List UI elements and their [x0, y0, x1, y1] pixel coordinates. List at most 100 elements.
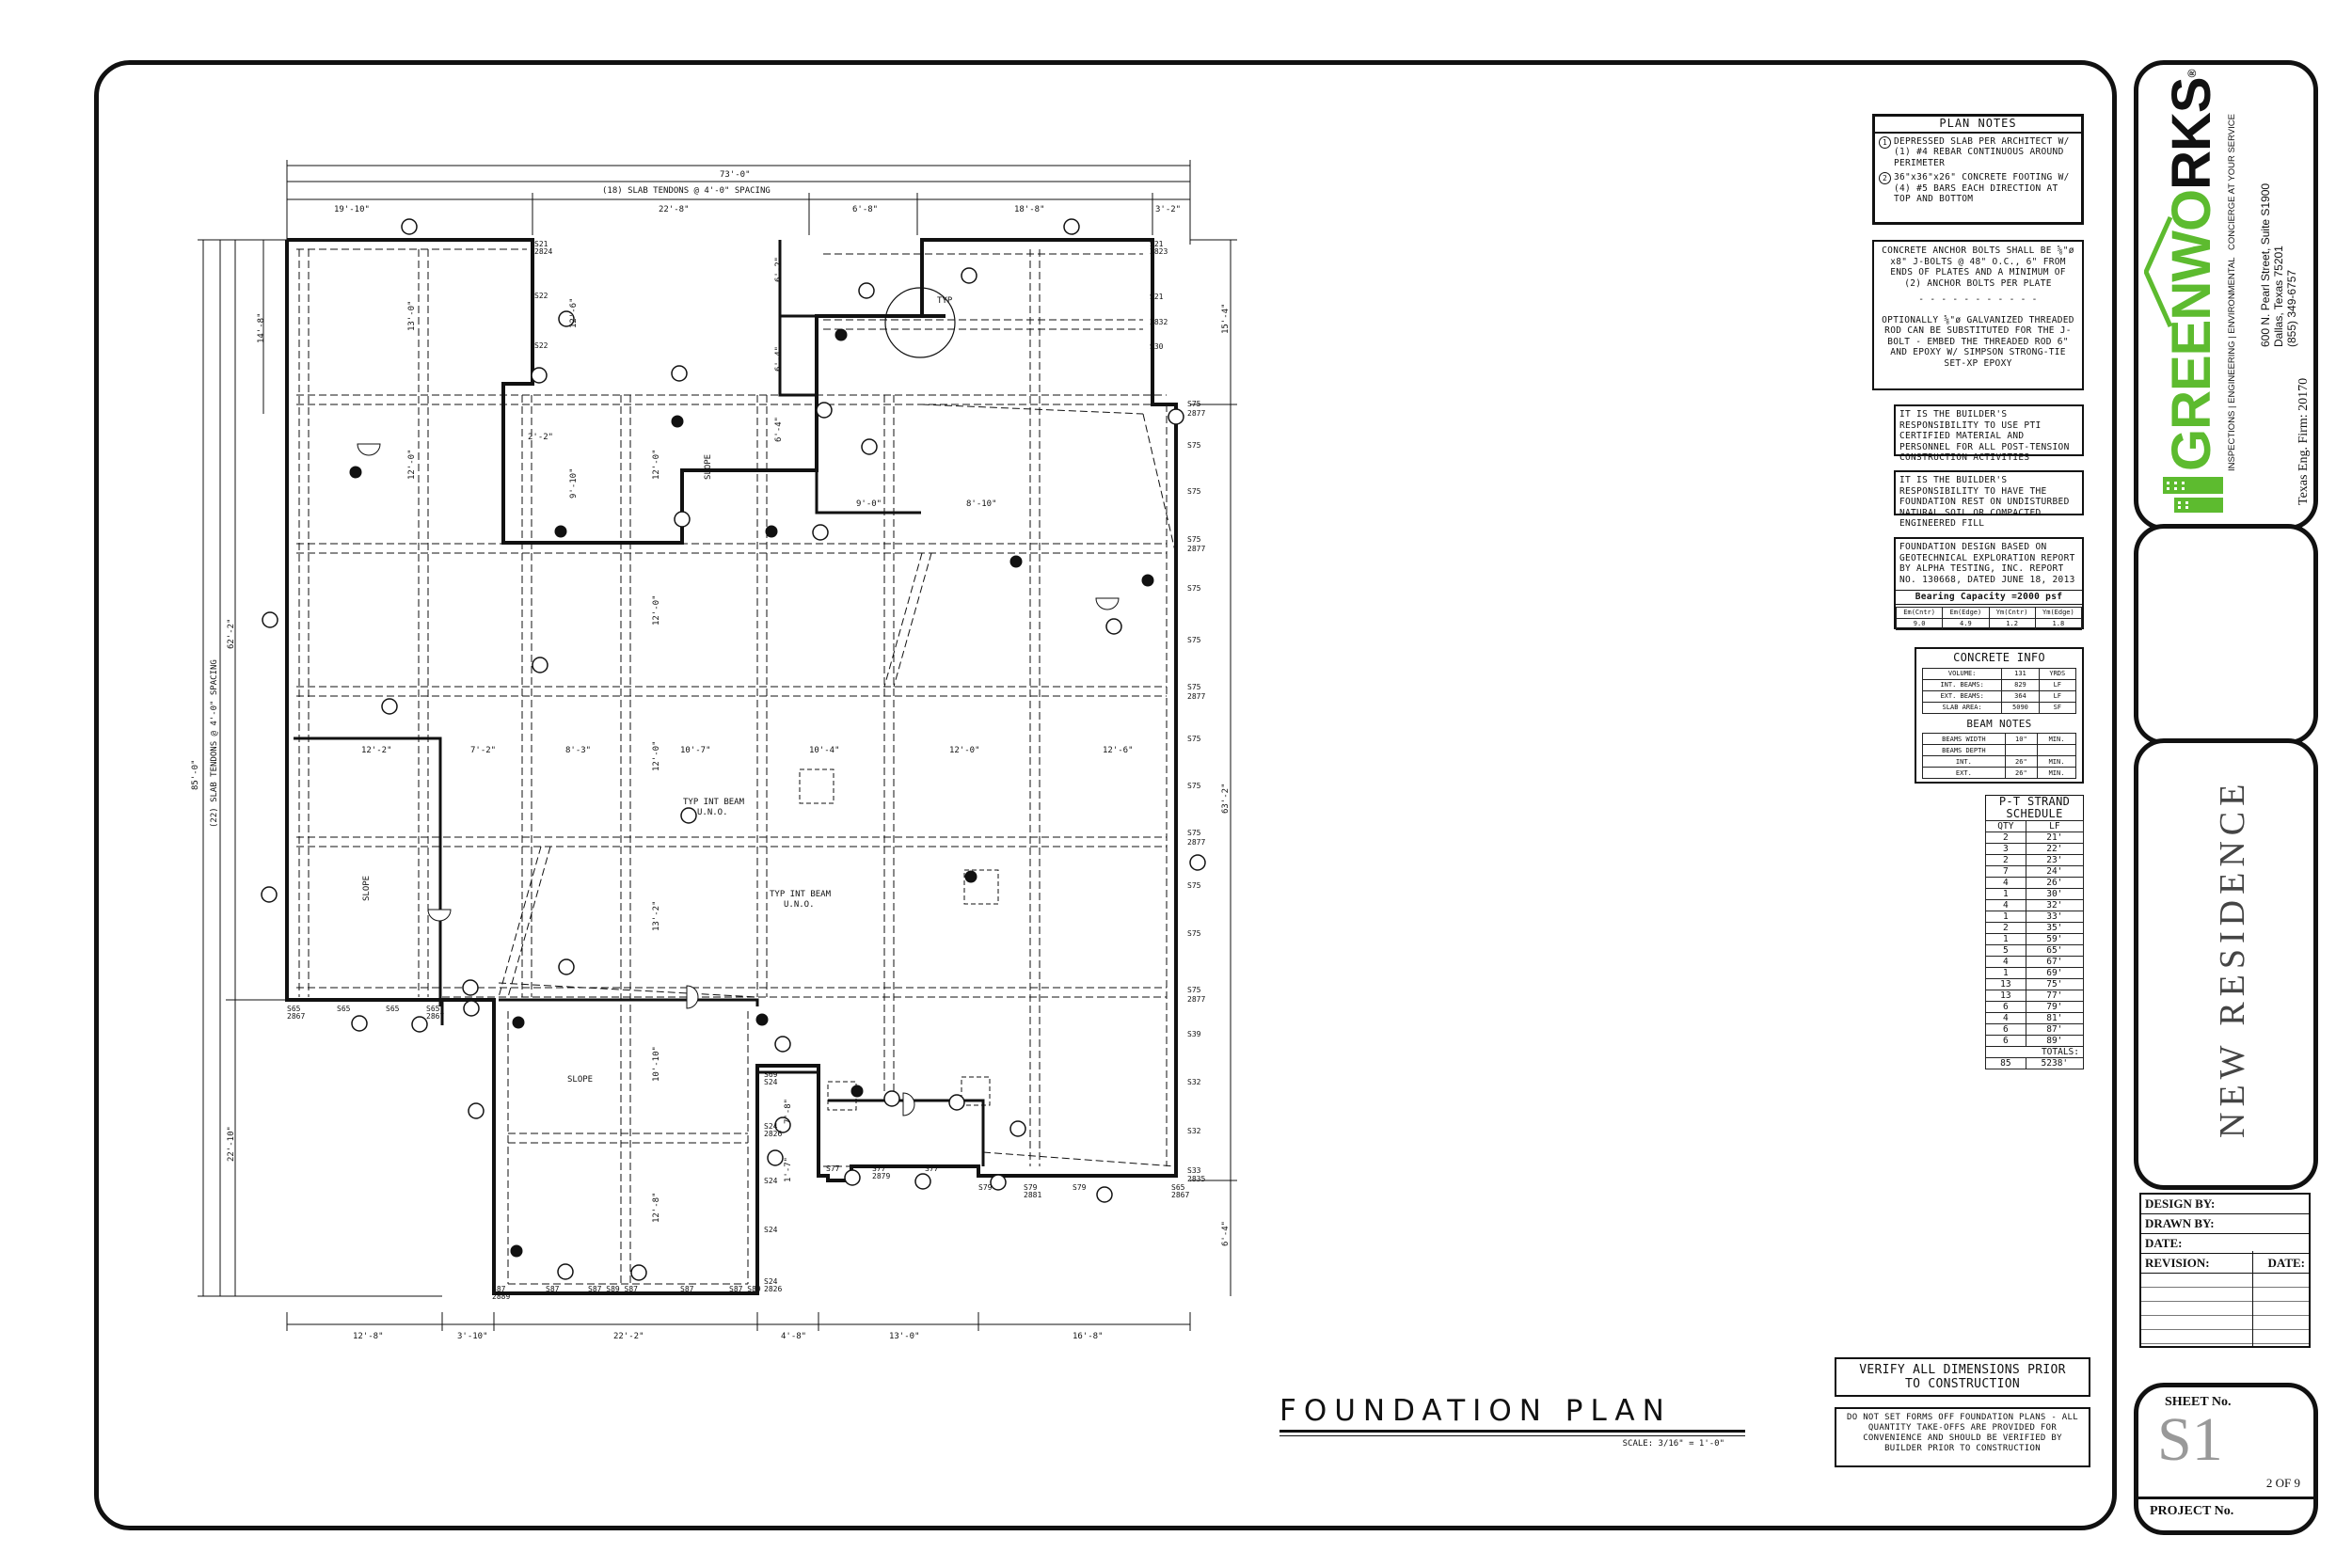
plan-dim-right-0: 15'-4" [1221, 303, 1231, 334]
svg-text:S24: S24 [764, 1177, 778, 1185]
strand-qty: 7 [1985, 865, 2026, 878]
concrete-info-title: CONCRETE INFO [1953, 651, 2045, 664]
concrete-row-unit: SF [2038, 701, 2077, 714]
title-block-blank-cell [2134, 524, 2318, 745]
design-block: DESIGN BY: DRAWN BY: DATE: REVISION: DAT… [2139, 1193, 2311, 1348]
beam-row-unit [2037, 744, 2076, 756]
svg-text:2889: 2889 [492, 1292, 510, 1301]
project-name-cell: NEW RESIDENCE [2134, 738, 2318, 1190]
strand-totals-label: TOTALS: [1985, 1046, 2084, 1058]
plan-note-2-number: 2 [1879, 172, 1891, 184]
strand-qty: 1 [1985, 888, 2026, 900]
firm-name-black: RKS [2161, 77, 2222, 190]
beam-row-unit: MIN. [2037, 767, 2076, 779]
plan-notes-title: PLAN NOTES [1875, 117, 2081, 134]
strand-qty: 6 [1985, 1001, 2026, 1013]
svg-text:2879: 2879 [872, 1172, 890, 1180]
anchor-bolt-note: CONCRETE ANCHOR BOLTS SHALL BE ⅝"ø x8" J… [1882, 245, 2074, 289]
anchor-bolt-notes-box: CONCRETE ANCHOR BOLTS SHALL BE ⅝"ø x8" J… [1872, 240, 2084, 390]
strand-qty: 13 [1985, 978, 2026, 990]
strand-length: 23' [2025, 854, 2085, 866]
drawing-scale: SCALE: 3/16" = 1'-0" [1618, 1439, 1728, 1449]
plan-dim-int-6-2: 6'-2" [774, 257, 784, 282]
verify-dimensions-note: VERIFY ALL DIMENSIONS PRIOR TO CONSTRUCT… [1859, 1363, 2066, 1391]
svg-text:S65: S65 [337, 1005, 351, 1013]
plan-dim-int-12-6: 12'-6" [569, 297, 579, 328]
soil-param-header: Ym(Cntr) [1988, 606, 2036, 619]
plan-dim-9-0: 9'-0" [856, 499, 882, 509]
svg-text:S75: S75 [1187, 782, 1201, 790]
concrete-row-label: INT. BEAMS: [1921, 678, 2003, 691]
svg-text:S75: S75 [1187, 881, 1201, 890]
firm-registration: Texas Eng. Firm: 20170 [2296, 377, 2311, 505]
svg-text:S65: S65 [1171, 1183, 1185, 1192]
firm-address: 600 N. Pearl Street, Suite S1900 Dallas,… [2259, 74, 2298, 347]
svg-text:S77: S77 [925, 1164, 939, 1173]
strand-qty: 1 [1985, 967, 2026, 979]
svg-text:S39: S39 [1187, 1030, 1201, 1038]
date-label: DATE: [2141, 1234, 2309, 1254]
project-no-label: PROJECT No. [2150, 1504, 2234, 1518]
plan-dim-mid-3: 8'-3" [565, 746, 591, 755]
concrete-row-value: 829 [2001, 678, 2040, 691]
plan-dim-left-2: 22'-10" [227, 1126, 236, 1162]
plan-dim-bottom-1: 3'-10" [457, 1332, 488, 1341]
strand-length: 75' [2025, 978, 2085, 990]
plan-dim-bottom-5: 16'-8" [1073, 1332, 1104, 1341]
svg-text:2877: 2877 [1187, 545, 1205, 553]
plan-dim-left-0: 14'-8" [257, 312, 266, 343]
firm-address-line1: 600 N. Pearl Street, Suite S1900 [2259, 182, 2272, 347]
plan-dim-int-13: 13'-0" [407, 300, 417, 331]
plan-notes-box: PLAN NOTES 1 DEPRESSED SLAB PER ARCHITEC… [1872, 114, 2084, 225]
svg-text:S65: S65 [386, 1005, 400, 1013]
plan-note-1-text: DEPRESSED SLAB PER ARCHITECT W/ (1) #4 R… [1894, 135, 2070, 168]
plan-dim-bottom-4: 13'-0" [889, 1332, 920, 1341]
strand-length: 89' [2025, 1035, 2085, 1047]
concrete-row-value: 131 [2001, 667, 2040, 680]
pti-note: IT IS THE BUILDER'S RESPONSIBILITY TO US… [1899, 409, 2070, 463]
svg-text:2835: 2835 [1187, 1175, 1205, 1183]
firm-address-line2: Dallas, Texas 75201 [2272, 245, 2285, 347]
plan-dim-right-1: 63'-2" [1221, 783, 1231, 814]
plan-tendons-left: (22) SLAB TENDONS @ 4'-0" SPACING [210, 659, 219, 828]
plan-typ-beam-2: TYP INT BEAM [770, 890, 832, 899]
plan-note-1-number: 1 [1879, 135, 1891, 149]
svg-text:S75: S75 [1187, 986, 1201, 994]
strand-qty: 2 [1985, 854, 2026, 866]
strand-qty: 1 [1985, 911, 2026, 923]
design-by-label: DESIGN BY: [2141, 1195, 2309, 1214]
svg-text:S75: S75 [1187, 535, 1201, 544]
plan-dim-int-12d: 12'-0" [652, 740, 661, 771]
svg-text:S75: S75 [1187, 441, 1201, 450]
svg-text:S22: S22 [534, 341, 548, 350]
svg-text:S65: S65 [426, 1005, 440, 1013]
concrete-row-label: SLAB AREA: [1921, 701, 2003, 714]
strand-header-lf: LF [2025, 820, 2085, 832]
svg-text:S87 S89 S87: S87 S89 S87 [588, 1285, 638, 1293]
svg-text:S75: S75 [1187, 683, 1201, 691]
plan-dim-8-10: 8'-10" [966, 499, 997, 509]
plan-note-2-text: 36"x36"x26" CONCRETE FOOTING W/ (4) #5 B… [1894, 172, 2070, 204]
svg-text:S75: S75 [1187, 829, 1201, 837]
disclaimer-note: DO NOT SET FORMS OFF FOUNDATION PLANS - … [1847, 1413, 2078, 1453]
svg-text:2824: 2824 [534, 247, 552, 256]
plan-slope-3: SLOPE [362, 876, 372, 901]
strand-length: 67' [2025, 956, 2085, 968]
drawn-by-label: DRAWN BY: [2141, 1214, 2309, 1234]
drawing-border [94, 60, 2117, 1530]
strand-length: 21' [2025, 832, 2085, 844]
strand-length: 65' [2025, 944, 2085, 957]
concrete-row-unit: LF [2038, 689, 2077, 703]
plan-dim-top-4: 3'-2" [1155, 205, 1181, 214]
concrete-row-label: VOLUME: [1921, 667, 2003, 680]
strand-qty: 6 [1985, 1023, 2026, 1036]
strand-length: 79' [2025, 1001, 2085, 1013]
svg-text:2881: 2881 [1024, 1191, 1041, 1199]
